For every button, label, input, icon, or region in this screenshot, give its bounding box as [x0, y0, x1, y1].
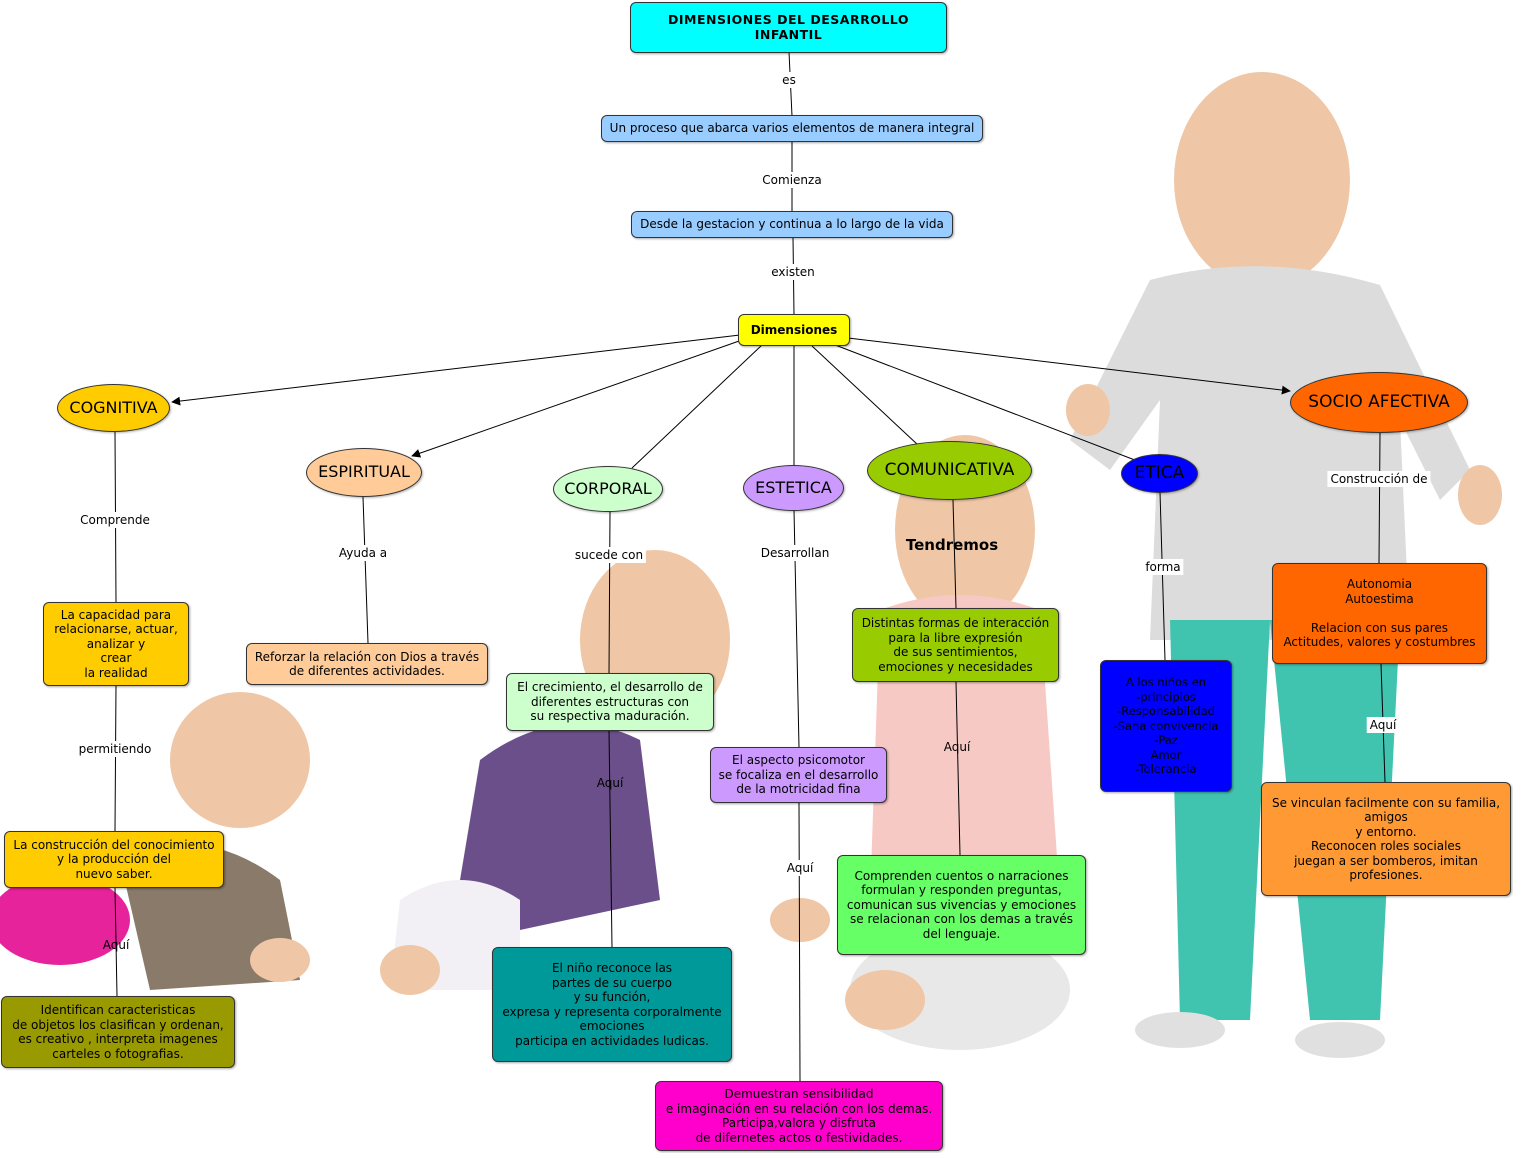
link-permitiendo: permitiendo	[75, 741, 155, 757]
link-corporal-aqui: Aquí	[596, 776, 624, 790]
dimension-cognitiva: COGNITIVA	[57, 384, 170, 432]
link-existen: existen	[768, 264, 818, 280]
dimension-estetica: ESTETICA	[743, 465, 844, 511]
cognitiva-result: La construcción del conocimiento y la pr…	[4, 831, 224, 888]
link-socio-aqui: Aquí	[1366, 717, 1400, 733]
estetica-detail: Demuestran sensibilidad e imaginación en…	[655, 1081, 943, 1151]
link-cognitiva-aqui: Aquí	[102, 938, 130, 952]
corporal-detail: El niño reconoce las partes de su cuerpo…	[492, 947, 732, 1062]
dimension-etica: ETICA	[1121, 454, 1198, 493]
socio-desc: Autonomia Autoestima Relacion con sus pa…	[1272, 563, 1487, 664]
link-comprende: Comprende	[77, 512, 153, 528]
link-ayuda-a: Ayuda a	[335, 545, 391, 561]
espiritual-desc: Reforzar la relación con Dios a través d…	[246, 643, 488, 685]
comunicativa-desc: Distintas formas de interacción para la …	[852, 608, 1059, 682]
center-dimensiones: Dimensiones	[738, 314, 850, 346]
dimension-comunicativa: COMUNICATIVA	[867, 441, 1032, 500]
cognitiva-detail: Identifican caracteristicas de objetos l…	[1, 996, 235, 1068]
link-forma: forma	[1142, 559, 1184, 575]
dimension-socio-afectiva: SOCIO AFECTIVA	[1290, 372, 1468, 433]
estetica-desc: El aspecto psicomotor se focaliza en el …	[710, 747, 887, 803]
link-comienza: Comienza	[759, 172, 825, 188]
link-tendremos: Tendremos	[905, 536, 999, 554]
link-es: es	[779, 72, 799, 88]
dimension-espiritual: ESPIRITUAL	[306, 448, 422, 497]
dimension-corporal: CORPORAL	[553, 466, 663, 512]
socio-detail: Se vinculan facilmente con su familia, a…	[1261, 782, 1511, 896]
etica-desc: A los niños en -principios -Responsabili…	[1100, 660, 1232, 792]
cognitiva-desc: La capacidad para relacionarse, actuar, …	[43, 602, 189, 686]
link-desarrollan: Desarrollan	[757, 545, 833, 561]
link-sucede-con: sucede con	[571, 547, 647, 563]
link-construccion-de: Construcción de	[1327, 471, 1431, 487]
corporal-desc: El crecimiento, el desarrollo de diferen…	[506, 673, 714, 731]
start-box: Desde la gestacion y continua a lo largo…	[631, 211, 953, 238]
comunicativa-detail: Comprenden cuentos o narraciones formula…	[837, 855, 1086, 955]
link-estetica-aqui: Aquí	[783, 860, 817, 876]
map-title: DIMENSIONES DEL DESARROLLO INFANTIL	[630, 2, 947, 53]
process-box: Un proceso que abarca varios elementos d…	[601, 115, 983, 142]
link-comunicativa-aqui: Aquí	[943, 740, 971, 754]
